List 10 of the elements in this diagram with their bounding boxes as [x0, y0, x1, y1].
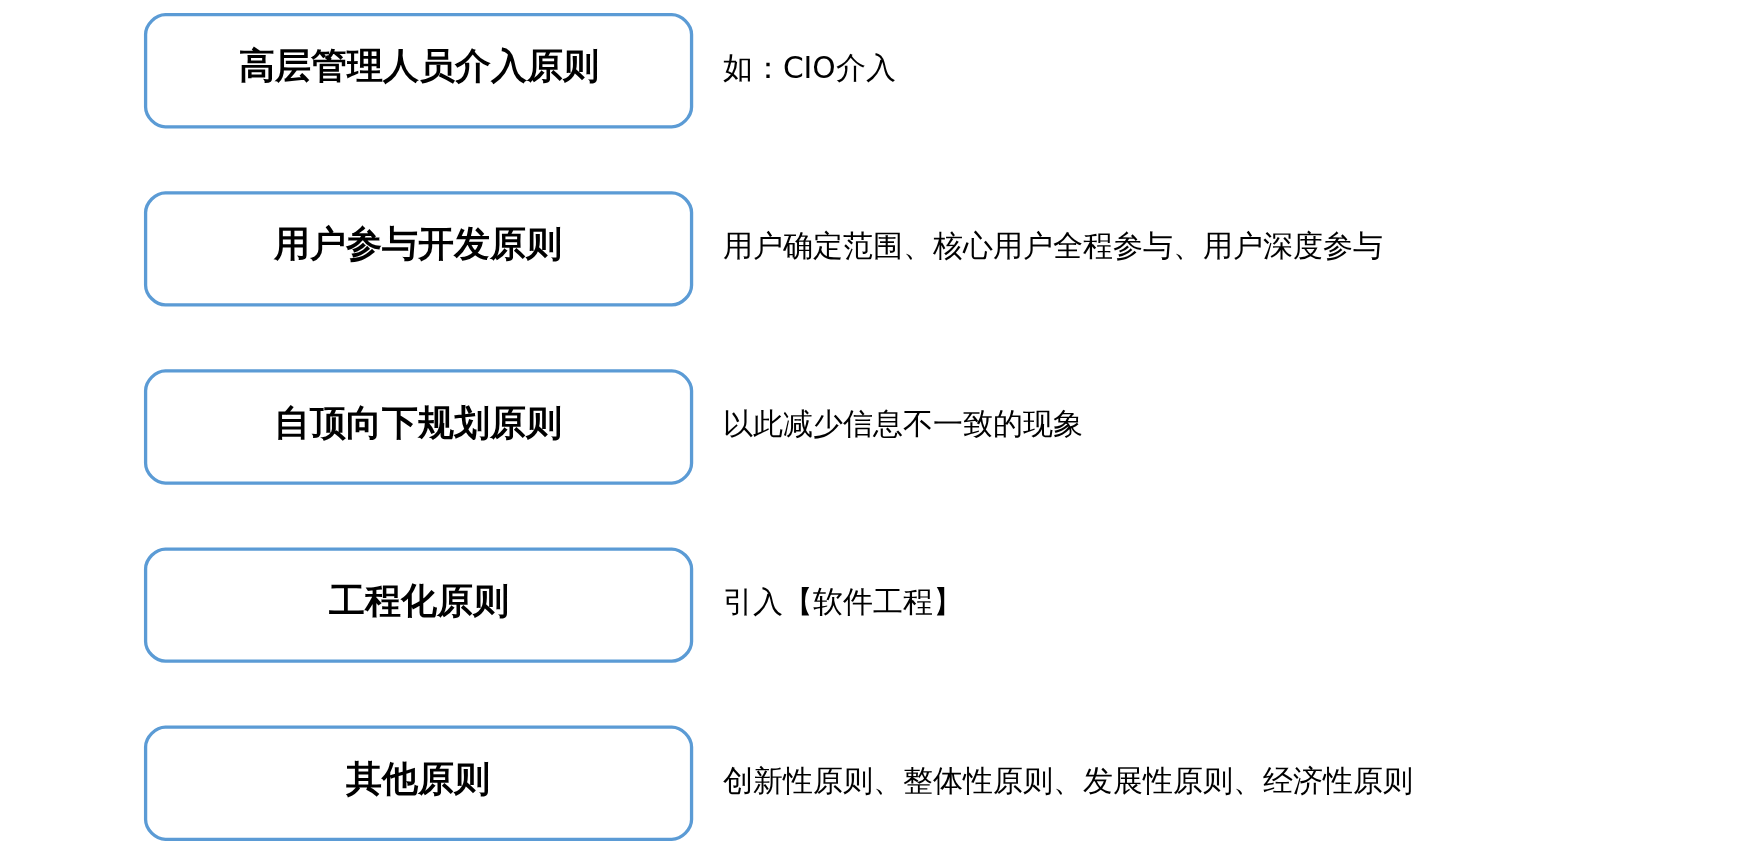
node-box: 高层管理人员介入原则	[143, 13, 694, 129]
node-label: 用户确定范围、核心用户全程参与、用户深度参与	[722, 228, 1383, 264]
node-label: 创新性原则、整体性原则、发展性原则、经济性原则	[722, 762, 1413, 798]
node-box: 自顶向下规划原则	[143, 369, 694, 485]
node-label: 如：CIO介入	[722, 49, 896, 85]
node-label: 以此减少信息不一致的现象	[722, 406, 1083, 442]
node-label: 引入【软件工程】	[722, 584, 963, 620]
node-box: 用户参与开发原则	[143, 191, 694, 307]
node-box: 其他原则	[143, 725, 694, 841]
node-box: 工程化原则	[143, 547, 694, 663]
